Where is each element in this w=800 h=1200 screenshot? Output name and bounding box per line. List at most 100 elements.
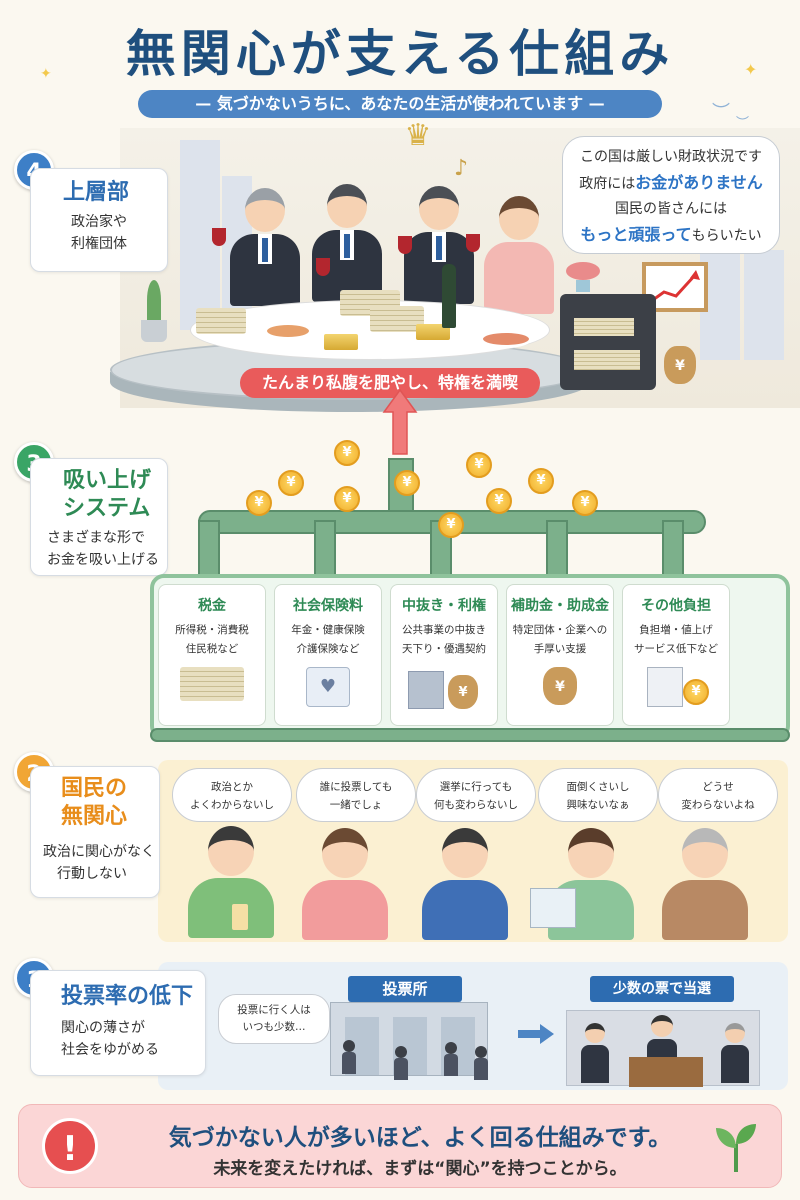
level-4-desc-2: 利権団体 — [71, 236, 127, 252]
flower-vase-icon — [566, 262, 600, 292]
politician-figure — [404, 186, 474, 306]
sparkle-icon: ✦ — [744, 60, 758, 79]
yen-coin-icon: ¥ — [334, 440, 360, 466]
food-plate-icon — [480, 330, 532, 348]
source-title: 税金 — [198, 598, 226, 614]
conclusion-main-text: 気づかない人が多いほど、よく回る仕組みです。 — [168, 1125, 672, 1151]
speech-line-4-post: もらいたい — [691, 228, 762, 244]
insurance-card-icon: ♥ — [306, 667, 350, 707]
money-bag-icon: ¥ — [664, 346, 696, 384]
level-3-desc-2: お金を吸い上げる — [47, 552, 159, 568]
level-3-title-2: システム — [63, 496, 151, 521]
citizen-figure — [420, 828, 510, 940]
page-title: 無関心が支える仕組み — [125, 25, 675, 83]
voter-figure — [444, 1042, 458, 1076]
citizen-figure — [660, 828, 750, 940]
citizen-thought-bubble: 誰に投票しても一緒でしょ — [296, 768, 416, 822]
right-arrow-icon — [518, 1024, 554, 1044]
source-desc-2: 天下り・優遇契約 — [402, 643, 486, 655]
level-3-desc-1: さまざまな形で — [47, 530, 145, 546]
speech-line-2-pre: 政府には — [579, 176, 636, 192]
source-card-tax: 税金 所得税・消費税 住民税など — [158, 584, 266, 726]
source-card-social-insurance: 社会保険料 年金・健康保険 介護保険など ♥ — [274, 584, 382, 726]
yen-coin-icon: ¥ — [394, 470, 420, 496]
gold-bar-icon — [324, 334, 358, 350]
food-plate-icon — [264, 322, 312, 340]
drink-cup-icon — [232, 904, 248, 930]
gold-bar-icon — [416, 324, 450, 340]
voter-figure — [342, 1040, 356, 1074]
branch-pipe — [314, 520, 336, 580]
champagne-bottle-icon — [442, 264, 456, 328]
source-card-subsidies: 補助金・助成金 特定団体・企業への 手厚い支援 ¥ — [506, 584, 614, 726]
hand-moneybag-icon: ¥ — [543, 667, 577, 705]
yen-coin-icon: ¥ — [246, 490, 272, 516]
level-2-desc-2: 行動しない — [57, 866, 127, 882]
plant-icon — [134, 280, 174, 342]
level-1-desc-2: 社会をゆがめる — [61, 1042, 159, 1058]
election-winners-scene — [566, 1010, 760, 1087]
level-3-label-card: 吸い上げ システム さまざまな形で お金を吸い上げる — [30, 458, 168, 576]
yen-coin-icon: ¥ — [466, 452, 492, 478]
source-title: 中抜き・利権 — [402, 598, 486, 614]
document-coin-icon: ¥ — [641, 667, 711, 707]
level-2-desc-1: 政治に関心がなく — [43, 844, 155, 860]
source-desc-1: 負担増・値上げ — [639, 624, 713, 636]
lobbyist-figure — [484, 196, 554, 316]
yen-coin-icon: ¥ — [438, 512, 464, 538]
source-desc-2: 住民税など — [185, 643, 239, 655]
wine-glass-icon — [316, 258, 330, 276]
level-1-title: 投票率の低下 — [61, 984, 194, 1009]
yen-coin-icon: ¥ — [278, 470, 304, 496]
level-4-title: 上層部 — [63, 180, 130, 205]
polling-station-label: 投票所 — [348, 976, 462, 1002]
sparkle-icon: ✦ — [40, 66, 52, 82]
yen-coin-icon: ¥ — [486, 488, 512, 514]
conclusion-banner — [18, 1104, 782, 1188]
chandelier-icon: ♛ — [404, 118, 432, 153]
source-card-other: その他負担 負担増・値上げ サービス低下など ¥ — [622, 584, 730, 726]
level-3-title-1: 吸い上げ — [63, 468, 152, 493]
source-desc-2: 手厚い支援 — [533, 643, 587, 655]
upward-arrow — [382, 388, 418, 455]
politician-figure — [312, 184, 382, 304]
voter-figure — [394, 1046, 408, 1080]
bird-icon: ︶ — [736, 116, 750, 131]
source-title: その他負担 — [641, 598, 711, 614]
yen-coin-icon: ¥ — [528, 468, 554, 494]
win-label: 少数の票で当選 — [590, 976, 734, 1002]
wine-glass-icon — [398, 236, 412, 254]
bird-icon: ︶ — [712, 102, 730, 123]
citizen-thought-bubble: どうせ変わらないよね — [658, 768, 778, 822]
money-stack-icon — [370, 306, 424, 332]
citizen-figure — [186, 826, 276, 938]
safe-icon — [560, 294, 656, 390]
wine-glass-icon — [466, 234, 480, 252]
voter-figure — [474, 1046, 488, 1080]
source-desc-1: 所得税・消費税 — [175, 624, 249, 636]
level-1-desc-1: 関心の薄さが — [61, 1020, 145, 1036]
source-desc-2: 介護保険など — [296, 643, 360, 655]
politician-speech-bubble: この国は厳しい財政状況です 政府にはお金がありません 国民の皆さんには もっと頑… — [562, 136, 780, 254]
polling-station — [330, 1002, 488, 1076]
sprout-icon — [716, 1124, 756, 1172]
building-moneybag-icon: ¥ — [404, 667, 484, 709]
speech-line-4-highlight: もっと頑張って — [580, 225, 692, 244]
citizen-thought-bubble: 選挙に行っても何も変わらないし — [416, 768, 536, 822]
yen-coin-icon: ¥ — [334, 486, 360, 512]
level-4-label-card: 上層部 政治家や 利権団体 — [30, 168, 168, 272]
level-4-banner: たんまり私腹を肥やし、特権を満喫 — [240, 368, 540, 398]
citizen-thought-bubble: 面倒くさいし興味ないなぁ — [538, 768, 658, 822]
level-1-label-card: 投票率の低下 関心の薄さが 社会をゆがめる — [30, 970, 206, 1076]
speech-line-3: 国民の皆さんには — [615, 201, 727, 217]
source-card-kickbacks: 中抜き・利権 公共事業の中抜き 天下り・優遇契約 ¥ — [390, 584, 498, 726]
cash-stack-icon — [180, 667, 244, 701]
speech-line-2-highlight: お金がありません — [635, 173, 763, 192]
source-desc-1: 年金・健康保険 — [291, 624, 365, 636]
citizen-figure — [300, 828, 390, 940]
branch-pipe — [662, 520, 684, 580]
politician-figure — [230, 188, 300, 308]
source-desc-2: サービス低下など — [634, 643, 718, 655]
money-stack-icon — [196, 308, 246, 334]
citizen-thought-bubble: 政治とかよくわからないし — [172, 768, 292, 822]
